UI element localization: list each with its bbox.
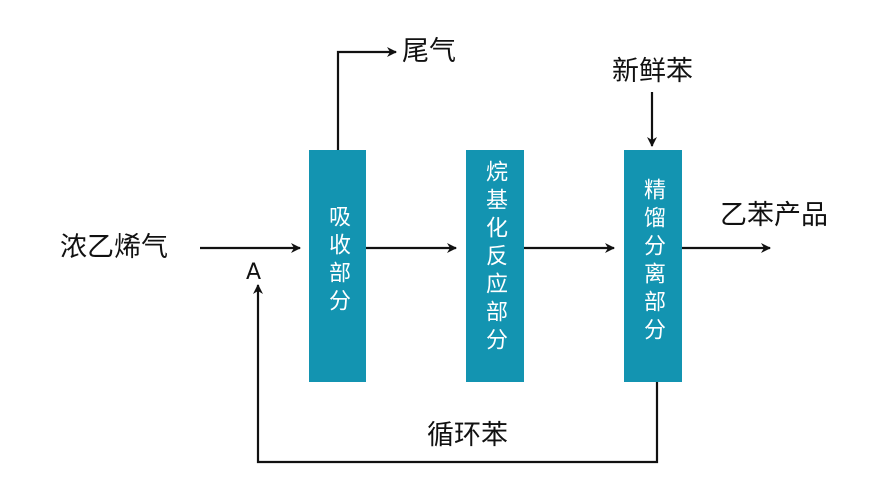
product-label: 乙苯产品 [720, 200, 828, 231]
recycle-benzene-label: 循环苯 [427, 420, 508, 451]
distillation-unit-label: 精馏分离部分 [640, 178, 665, 346]
point-a-label: A [246, 260, 262, 285]
tail-gas-arrow [336, 47, 397, 150]
absorption-unit-label: 吸收部分 [325, 205, 350, 317]
absorption-unit-box [309, 150, 366, 382]
recycle-benzene-arrow [253, 284, 659, 464]
distillation-unit-box [624, 150, 682, 382]
fresh-benzene-label: 新鲜苯 [612, 56, 693, 87]
alkylation-unit-label: 烷基化反应部分 [482, 160, 507, 356]
tail-gas-label: 尾气 [402, 36, 456, 67]
feed-label: 浓乙烯气 [60, 232, 168, 263]
alkylation-unit-box [466, 150, 524, 382]
